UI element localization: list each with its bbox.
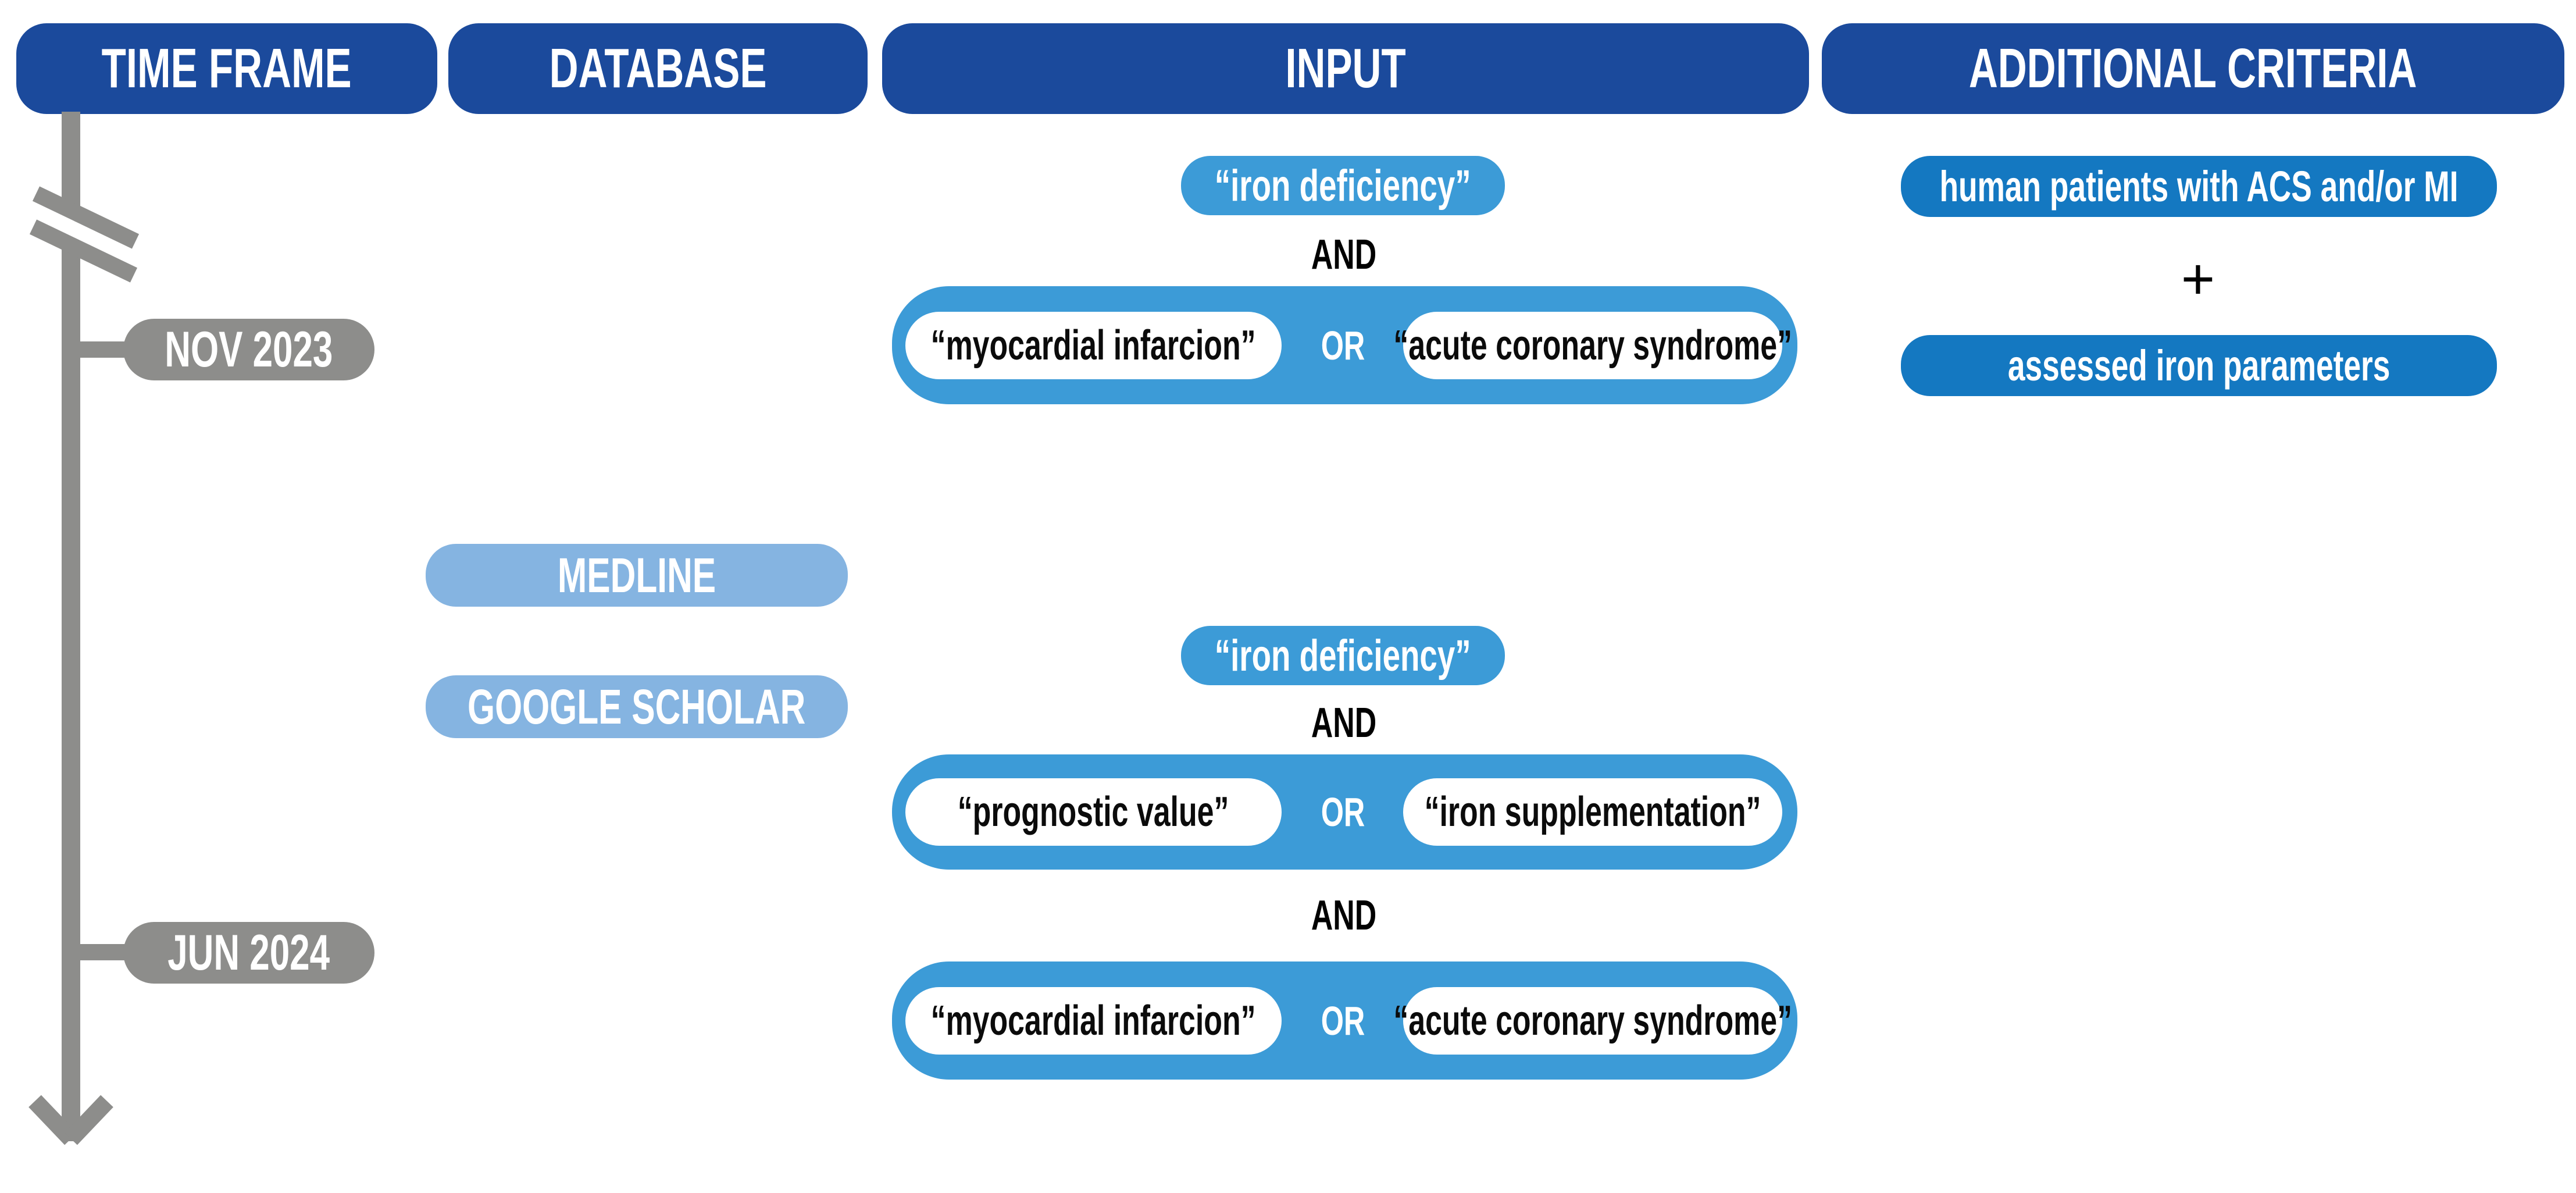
or-box-1-operator-label: OR <box>1321 323 1365 368</box>
criteria-iron-parameters-label: assessed iron parameters <box>2007 341 2391 390</box>
timeline-event-nov-2023: NOV 2023 <box>123 319 374 380</box>
or-box-3-left-label: “myocardial infarcion” <box>931 998 1256 1044</box>
or-box-3: “myocardial infarcion” OR “acute coronar… <box>892 961 1797 1080</box>
timeline-break-slash-2 <box>29 219 138 283</box>
header-input-label: INPUT <box>1285 37 1406 99</box>
timeline-event-nov-2023-label: NOV 2023 <box>165 321 333 378</box>
search-term-iron-deficiency-2: “iron deficiency” <box>1181 626 1505 685</box>
timeline-break-gap <box>28 198 141 271</box>
search-term-iron-deficiency-1: “iron deficiency” <box>1181 156 1505 215</box>
header-time-frame-label: TIME FRAME <box>101 37 352 99</box>
header-time-frame: TIME FRAME <box>16 23 437 114</box>
database-medline-label: MEDLINE <box>557 547 716 603</box>
or-box-2-right-label: “iron supplementation” <box>1424 789 1761 835</box>
header-input: INPUT <box>882 23 1809 114</box>
operator-and-3-label: AND <box>1311 892 1377 939</box>
or-box-3-operator: OR <box>1299 987 1386 1055</box>
operator-and-2-label: AND <box>1311 700 1377 746</box>
header-database: DATABASE <box>448 23 868 114</box>
or-box-2-left-label: “prognostic value” <box>958 789 1229 835</box>
operator-and-2: AND <box>1250 695 1437 751</box>
or-box-3-left-pill: “myocardial infarcion” <box>905 987 1282 1055</box>
or-box-1-right-pill: “acute coronary syndrome” <box>1393 312 1792 379</box>
or-box-1: “myocardial infarcion” OR “acute coronar… <box>892 286 1797 404</box>
criteria-human-patients: human patients with ACS and/or MI <box>1901 156 2497 217</box>
or-box-3-operator-label: OR <box>1321 998 1365 1044</box>
criteria-iron-parameters: assessed iron parameters <box>1901 335 2497 396</box>
header-additional-criteria: ADDITIONAL CRITERIA <box>1822 23 2564 114</box>
operator-and-3: AND <box>1250 888 1437 943</box>
database-medline: MEDLINE <box>426 544 848 607</box>
or-box-3-right-pill: “acute coronary syndrome” <box>1393 987 1792 1055</box>
search-term-iron-deficiency-2-label: “iron deficiency” <box>1215 631 1471 681</box>
or-box-2-operator-label: OR <box>1321 789 1365 835</box>
or-box-2: “prognostic value” OR “iron supplementat… <box>892 754 1797 870</box>
timeline-bar <box>62 112 80 1141</box>
header-database-label: DATABASE <box>549 37 767 99</box>
criteria-plus: + <box>2152 247 2245 312</box>
or-box-1-left-pill: “myocardial infarcion” <box>905 312 1282 379</box>
header-additional-criteria-label: ADDITIONAL CRITERIA <box>1969 37 2417 99</box>
timeline-arrowhead-right <box>65 1095 113 1145</box>
operator-and-1: AND <box>1250 227 1437 283</box>
database-google-scholar-label: GOOGLE SCHOLAR <box>468 679 806 734</box>
operator-and-1-label: AND <box>1311 232 1377 278</box>
or-box-1-right-label: “acute coronary syndrome” <box>1393 322 1792 369</box>
search-term-iron-deficiency-1-label: “iron deficiency” <box>1215 161 1471 211</box>
or-box-3-right-label: “acute coronary syndrome” <box>1393 998 1792 1044</box>
timeline-event-jun-2024-label: JUN 2024 <box>167 924 330 981</box>
timeline-event-jun-2024: JUN 2024 <box>123 922 374 984</box>
or-box-2-right-pill: “iron supplementation” <box>1403 778 1782 846</box>
or-box-1-left-label: “myocardial infarcion” <box>931 322 1256 369</box>
or-box-1-operator: OR <box>1299 312 1386 379</box>
database-google-scholar: GOOGLE SCHOLAR <box>426 675 848 738</box>
criteria-human-patients-label: human patients with ACS and/or MI <box>1939 162 2459 211</box>
criteria-plus-label: + <box>2181 246 2215 312</box>
or-box-2-operator: OR <box>1299 778 1386 846</box>
timeline-axis <box>28 112 141 1145</box>
or-box-2-left-pill: “prognostic value” <box>905 778 1282 846</box>
timeline-break-slash-1 <box>32 186 140 249</box>
